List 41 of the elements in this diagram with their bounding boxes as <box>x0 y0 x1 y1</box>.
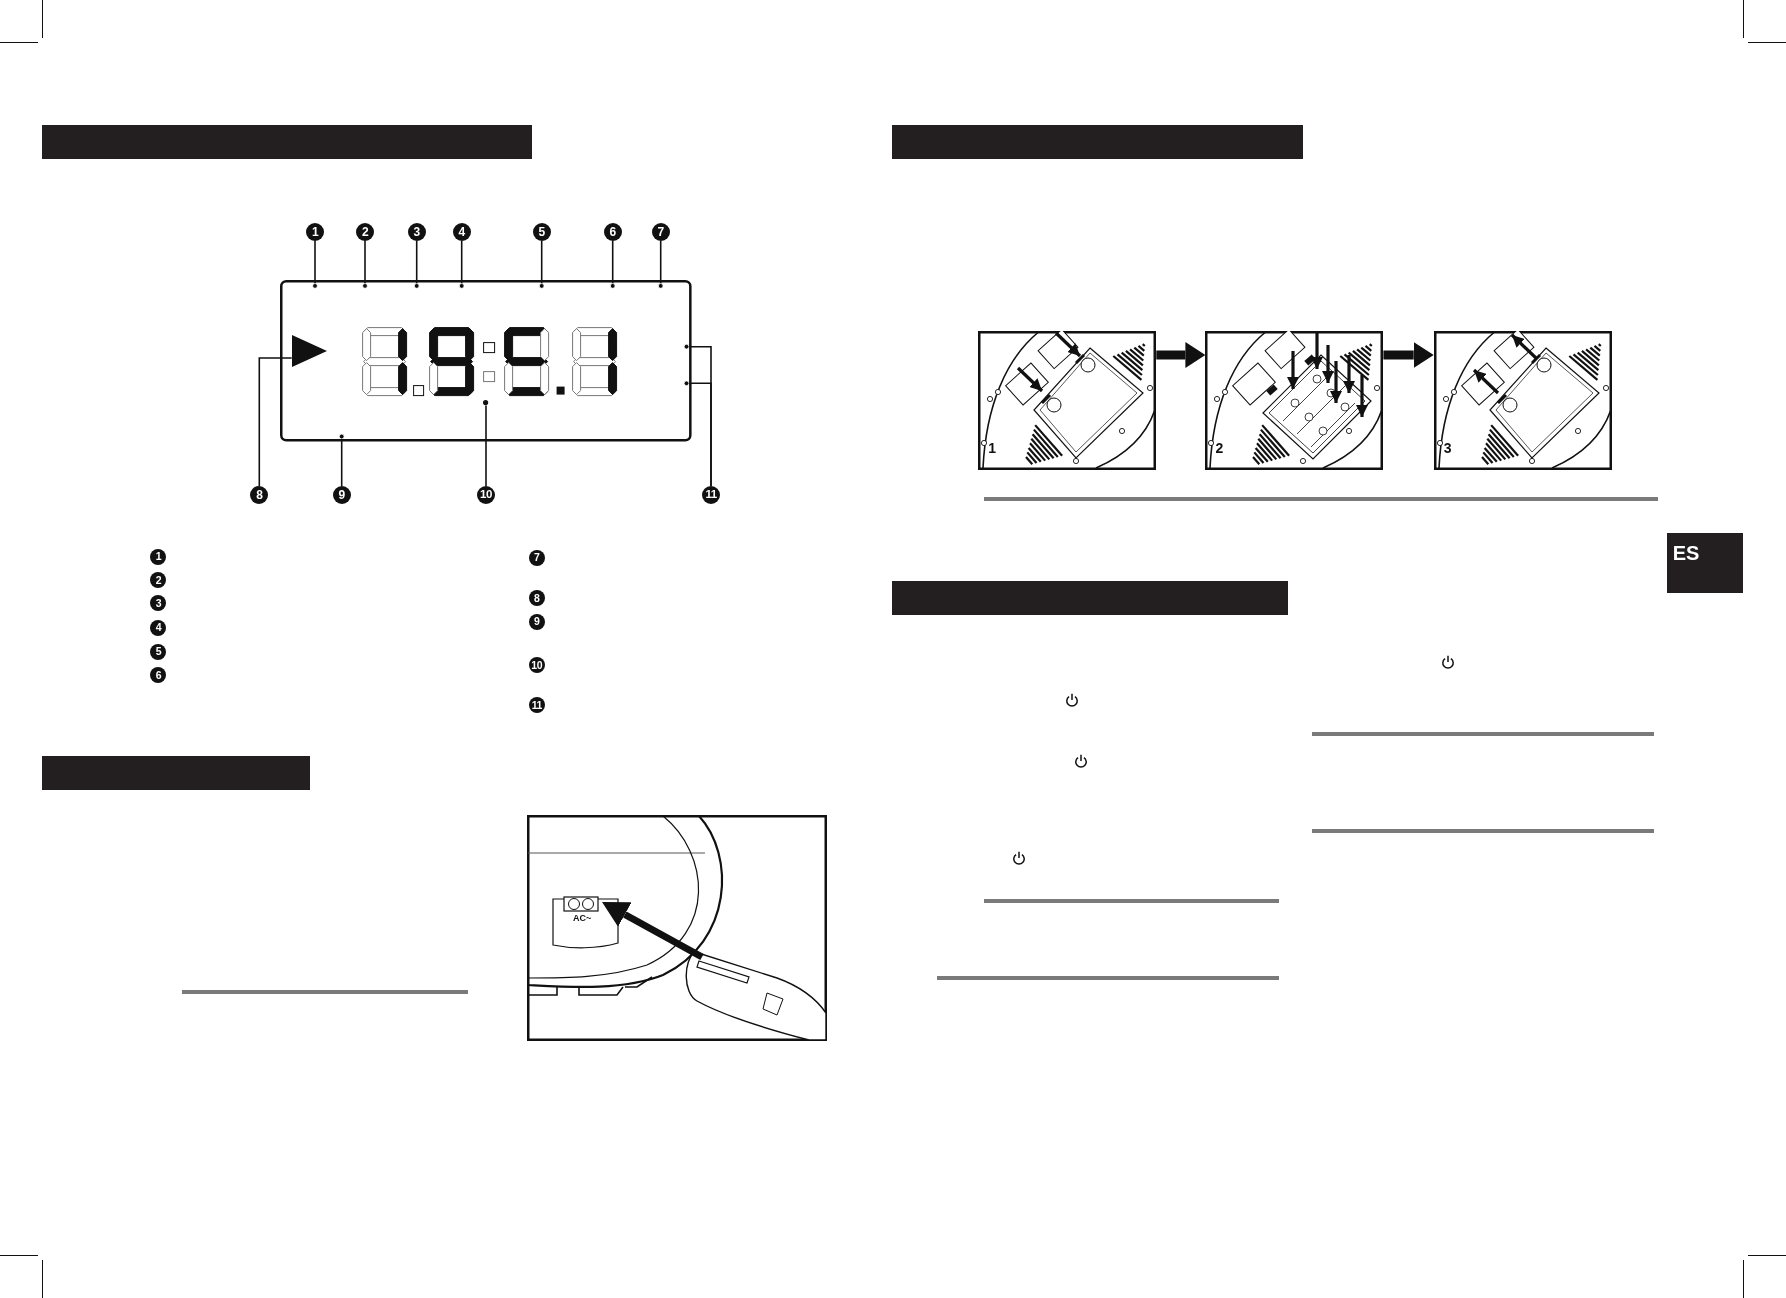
leader-line <box>311 239 319 290</box>
callout-number: 10 <box>477 486 495 504</box>
callout-number: 9 <box>528 613 545 630</box>
callout-number: 6 <box>603 222 622 241</box>
callout-number: 11 <box>702 486 720 504</box>
callout-number: 7 <box>528 549 545 566</box>
triangle-icon <box>291 335 327 367</box>
leader-line <box>338 433 345 487</box>
leader-line <box>609 239 616 290</box>
leader-line <box>657 239 664 290</box>
callout-number: 11 <box>528 697 545 713</box>
callout-number: 8 <box>250 486 269 504</box>
arrow <box>1156 342 1206 368</box>
heading-bar <box>42 125 532 159</box>
callout-number: 10 <box>528 657 545 673</box>
callout-number: 5 <box>532 222 551 241</box>
callout-number: 3 <box>150 595 167 612</box>
heading-bar <box>42 756 310 790</box>
heading-bar <box>892 581 1288 615</box>
callout-number: 3 <box>407 222 426 241</box>
callout-number: 8 <box>528 590 545 607</box>
leader-line <box>458 239 465 290</box>
leader-line <box>683 380 712 487</box>
dot-icon <box>483 400 489 406</box>
socket-label: AC~ <box>573 913 592 923</box>
arrow <box>1383 342 1434 368</box>
callout-number: 4 <box>150 619 167 636</box>
heading-bar <box>892 125 1303 159</box>
callout-number: 6 <box>150 667 167 683</box>
callout-number: 4 <box>452 222 471 241</box>
callout-number: 1 <box>306 222 324 241</box>
callout-number: 2 <box>150 572 167 588</box>
leader-line <box>413 239 420 290</box>
leader-line <box>361 239 369 290</box>
callout-number: 1 <box>150 548 167 565</box>
language-tab: ES <box>1666 533 1743 593</box>
leader-line <box>538 239 545 290</box>
callout-number: 5 <box>150 643 167 660</box>
callout-number: 7 <box>651 222 670 241</box>
callout-number: 9 <box>332 486 351 504</box>
callout-number: 2 <box>356 222 374 241</box>
